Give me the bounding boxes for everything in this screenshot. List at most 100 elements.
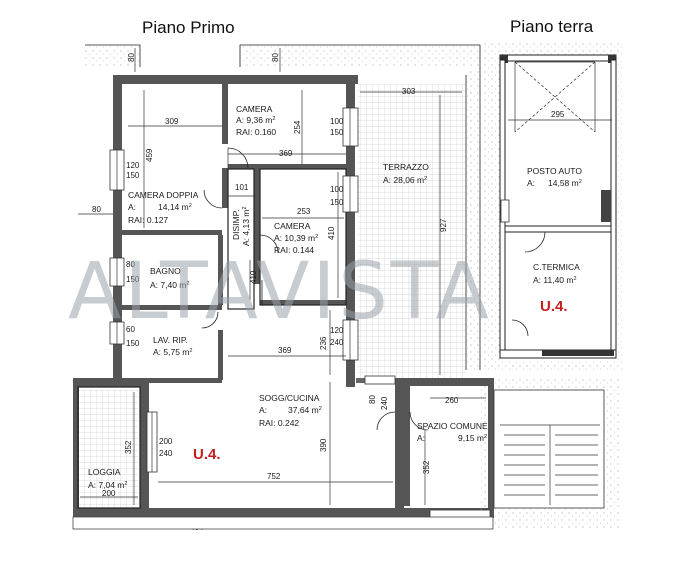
- window-dim: 120: [126, 161, 140, 170]
- window-bagno: [109, 257, 125, 287]
- wall: [113, 75, 358, 84]
- dim-label: 352: [124, 440, 133, 454]
- room-c-termica-area: A: 11,40 m2: [533, 275, 577, 285]
- door-ground: [511, 319, 529, 337]
- dim-label: 309: [165, 117, 179, 126]
- room-camera-doppia-area: 14,14 m2: [158, 202, 192, 212]
- door-lav-rip: [201, 311, 219, 329]
- dim-label: 927: [439, 218, 448, 232]
- room-posto-auto-area: 14,58 m2: [548, 178, 582, 188]
- hatch-top-left: [85, 45, 140, 67]
- window-camera-1: [342, 107, 359, 147]
- wall: [346, 75, 355, 387]
- door-soggiorno: [376, 411, 396, 431]
- room-terrazzo-area: A: 28,06 m2: [383, 175, 427, 185]
- room-lav-rip-name: LAV. RIP.: [153, 335, 188, 345]
- ground-floor-title: Piano terra: [510, 17, 594, 36]
- room-camera-2-area: A: 10,39 m2: [274, 233, 318, 243]
- lower-strip: [72, 516, 494, 530]
- room-lav-rip-area: A: 5,75 m2: [153, 347, 192, 357]
- common-area-plan: SPAZIO COMUNE A: 9,15 m2: [404, 378, 620, 529]
- loggia-floor: [78, 390, 138, 508]
- terrace-floor: [358, 84, 466, 378]
- dim-label: 369: [278, 346, 292, 355]
- dim-label: 80: [92, 205, 101, 214]
- window-dim: 100: [330, 117, 344, 126]
- room-sogg-cucina-area: 37,64 m2: [288, 405, 322, 415]
- dim-label: 295: [551, 110, 565, 119]
- window-loggia-bottom: [364, 375, 396, 385]
- window-camera-doppia: [109, 149, 125, 191]
- room-disimp-name: DISIMP.: [231, 209, 241, 240]
- dim-label: 459: [145, 148, 154, 162]
- room-camera-2-name: CAMERA: [274, 221, 311, 231]
- first-floor-plan: 80 80 303 309 254 459 369 101 253 410 41…: [73, 44, 493, 532]
- room-camera-1-rai: RAI: 0.160: [236, 127, 276, 137]
- window-camera-2: [342, 175, 359, 213]
- dim-label: 369: [279, 149, 293, 158]
- door-camera-2: [259, 234, 279, 254]
- dim-label: 390: [319, 438, 328, 452]
- first-floor-title: Piano Primo: [142, 18, 235, 37]
- room-disimp-area: A: 4,13 m2: [241, 207, 251, 246]
- window-dim: 150: [330, 128, 344, 137]
- unit-label-first-floor: U.4.: [193, 446, 221, 463]
- room-camera-1-name: CAMERA: [236, 104, 273, 114]
- staircase: [424, 397, 600, 505]
- room-camera-2-rai: RAI: 0.144: [274, 245, 314, 255]
- window-soggiorno: [146, 411, 158, 473]
- room-sogg-cucina-rai: RAI: 0.242: [259, 418, 299, 428]
- dim-label: 80: [127, 53, 136, 62]
- window-dim: 100: [330, 185, 344, 194]
- room-loggia-name: LOGGIA: [88, 467, 121, 477]
- window-dim: 120: [330, 326, 344, 335]
- ground-floor-plan: 295 POSTO AUTO A: 14,58 m2 C.TERMICA A: …: [482, 42, 624, 372]
- dim-label: 410: [249, 270, 258, 284]
- door-camera-doppia: [203, 189, 223, 209]
- room-bagno-area: A: 7,40 m2: [150, 280, 189, 290]
- door-spazio-comune: [409, 411, 429, 431]
- window-dim: 150: [126, 339, 140, 348]
- window-lav-rip: [109, 321, 125, 345]
- dim-label: 303: [402, 87, 416, 96]
- hatch-terrace-right: [466, 70, 480, 370]
- dim-label: 80: [368, 395, 377, 404]
- window-dim: 150: [330, 198, 344, 207]
- dim-label: 260: [445, 396, 459, 405]
- window-dim: 200: [159, 437, 173, 446]
- window-dim: 150: [126, 275, 140, 284]
- dim-label: 410: [327, 226, 336, 240]
- unit-label-ground-floor: U.4.: [540, 298, 568, 315]
- room-posto-auto-area-label: A:: [527, 178, 535, 188]
- room-spazio-comune-area: 9,15 m2: [458, 433, 487, 443]
- room-camera-doppia-rai: RAI: 0.127: [128, 215, 168, 225]
- room-camera-doppia-area-label: A:: [128, 202, 136, 212]
- dim-label: 254: [293, 120, 302, 134]
- dim-label: 752: [267, 472, 281, 481]
- window-terrace: [342, 319, 359, 361]
- room-terrazzo-name: TERRAZZO: [383, 162, 429, 172]
- room-c-termica-name: C.TERMICA: [533, 262, 580, 272]
- watermark: ALTAVISTA: [68, 247, 492, 337]
- room-camera-doppia-name: CAMERA DOPPIA: [128, 190, 199, 200]
- room-spazio-comune-area-label: A:: [417, 433, 425, 443]
- hatch-top-mid: [240, 45, 480, 67]
- skylight-symbol: [508, 61, 612, 133]
- window-dim: 80: [126, 260, 135, 269]
- window-dim: 240: [159, 449, 173, 458]
- dim-label: 253: [297, 207, 311, 216]
- room-sogg-cucina-name: SOGG/CUCINA: [259, 393, 320, 403]
- window-dim: 240: [330, 338, 344, 347]
- dim-label: 200: [102, 489, 116, 498]
- room-posto-auto-name: POSTO AUTO: [527, 166, 582, 176]
- dim-label: 80: [271, 53, 280, 62]
- door-c-termica: [524, 231, 546, 253]
- window-dim: 150: [126, 171, 140, 180]
- room-camera-1-area: A: 9,36 m2: [236, 115, 275, 125]
- dim-label: 240: [380, 396, 389, 410]
- dim-label: 236: [319, 336, 328, 350]
- room-sogg-cucina-area-label: A:: [259, 405, 267, 415]
- window-dim: 60: [126, 325, 135, 334]
- dim-label: 101: [235, 183, 249, 192]
